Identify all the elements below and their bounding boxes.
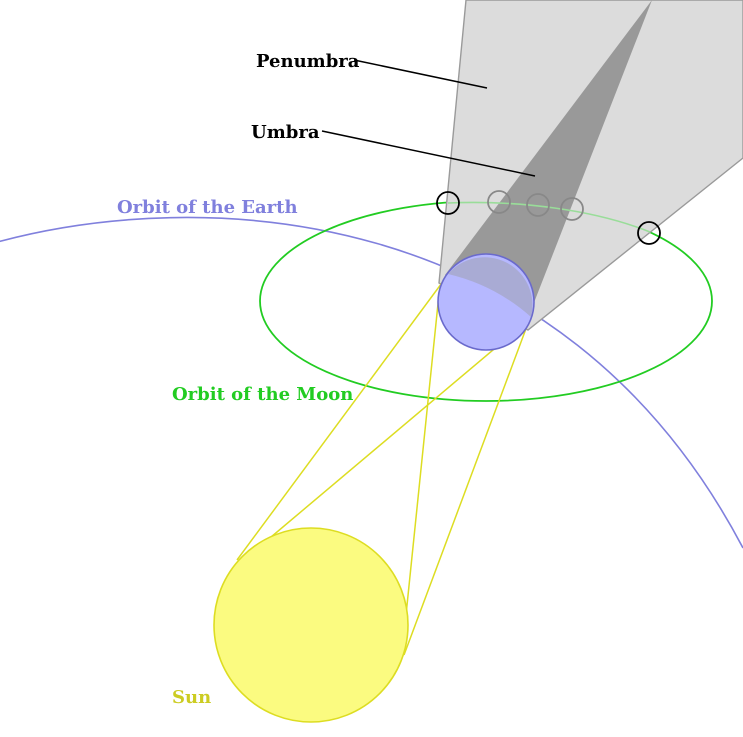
umbra-leader-line xyxy=(321,130,536,177)
earth-disc xyxy=(437,253,535,351)
moon-orbit-label: Orbit of the Moon xyxy=(172,384,353,405)
moon-in-penumbra xyxy=(560,197,584,221)
penumbra-leader-line xyxy=(353,59,488,89)
earth-orbit-label: Orbit of the Earth xyxy=(117,197,298,218)
earth-orbit xyxy=(0,216,743,549)
umbra-region xyxy=(445,0,652,318)
umbra-label: Umbra xyxy=(251,122,320,143)
sun-rays xyxy=(236,271,531,656)
moon-in-penumbra xyxy=(487,190,511,214)
sun-disc xyxy=(213,527,409,723)
sun-ray xyxy=(405,293,440,616)
sun-ray xyxy=(257,322,526,549)
moon-orbit-in-shadow xyxy=(447,201,651,233)
moon-positions xyxy=(436,190,661,245)
sun-ray xyxy=(236,271,451,561)
moon-in-umbra xyxy=(526,193,550,217)
moon-outside-shadow xyxy=(637,221,661,245)
sun-ray xyxy=(403,317,531,656)
penumbra-label: Penumbra xyxy=(256,51,360,72)
sun-label: Sun xyxy=(172,687,211,708)
moon-outside-shadow xyxy=(436,191,460,215)
earth-shadow-overlay xyxy=(448,257,533,317)
